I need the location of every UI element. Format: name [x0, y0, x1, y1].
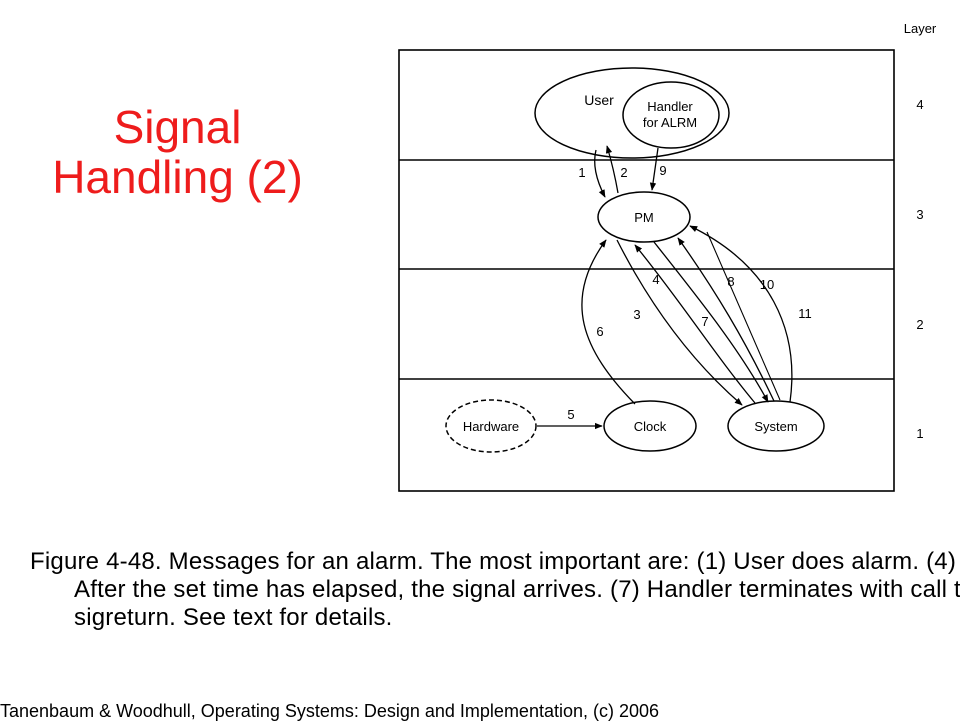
edge-1	[594, 149, 606, 198]
edge-7	[653, 241, 769, 403]
edge-label-11: 11	[798, 306, 812, 321]
title-line-2: Handling (2)	[52, 151, 303, 203]
diagram-frame	[398, 49, 895, 492]
hardware-node-label: Hardware	[463, 419, 519, 434]
edge-label-7: 7	[701, 314, 708, 329]
user-node-label: User	[584, 92, 614, 108]
hardware-node	[445, 399, 537, 453]
layer-label-4: 4	[916, 97, 923, 112]
system-node-label: System	[754, 419, 797, 434]
edge-4	[634, 244, 756, 404]
pm-node-label: PM	[634, 210, 654, 225]
layer-label-2: 2	[916, 317, 923, 332]
layer-label-3: 3	[916, 207, 923, 222]
edge-label-8: 8	[727, 274, 734, 289]
alarm-message-diagram: Layer 4 3 2 1 User Handler for ALRM PM H…	[398, 21, 937, 492]
pm-node	[597, 191, 691, 243]
edge-label-2: 2	[620, 165, 627, 180]
layer-header: Layer	[904, 21, 937, 36]
edge-2	[605, 145, 619, 194]
handler-node-label-1: Handler	[647, 99, 693, 114]
edge-label-9: 9	[659, 163, 666, 178]
edge-label-1: 1	[578, 165, 585, 180]
edge-6	[581, 239, 636, 405]
edge-label-10: 10	[760, 277, 774, 292]
slide-credit: Tanenbaum & Woodhull, Operating Systems:…	[0, 701, 660, 721]
edge-label-5: 5	[567, 407, 574, 422]
edge-11	[689, 225, 793, 403]
edge-label-6: 6	[596, 324, 603, 339]
clock-node	[603, 400, 697, 452]
system-node	[727, 400, 825, 452]
user-node	[534, 67, 730, 159]
clock-node-label: Clock	[634, 419, 667, 434]
edge-label-3: 3	[633, 307, 640, 322]
handler-node-label-2: for ALRM	[643, 115, 697, 130]
edge-10	[706, 231, 781, 401]
edge-label-4: 4	[652, 272, 659, 287]
edge-8	[677, 237, 775, 402]
title-line-1: Signal	[113, 101, 242, 153]
slide-title: Signal Handling (2)	[0, 102, 355, 202]
layer-label-1: 1	[916, 426, 923, 441]
figure-caption: Figure 4-48. Messages for an alarm. The …	[30, 548, 960, 631]
handler-node	[622, 81, 720, 149]
edge-9	[649, 147, 659, 191]
edge-3	[616, 239, 743, 406]
